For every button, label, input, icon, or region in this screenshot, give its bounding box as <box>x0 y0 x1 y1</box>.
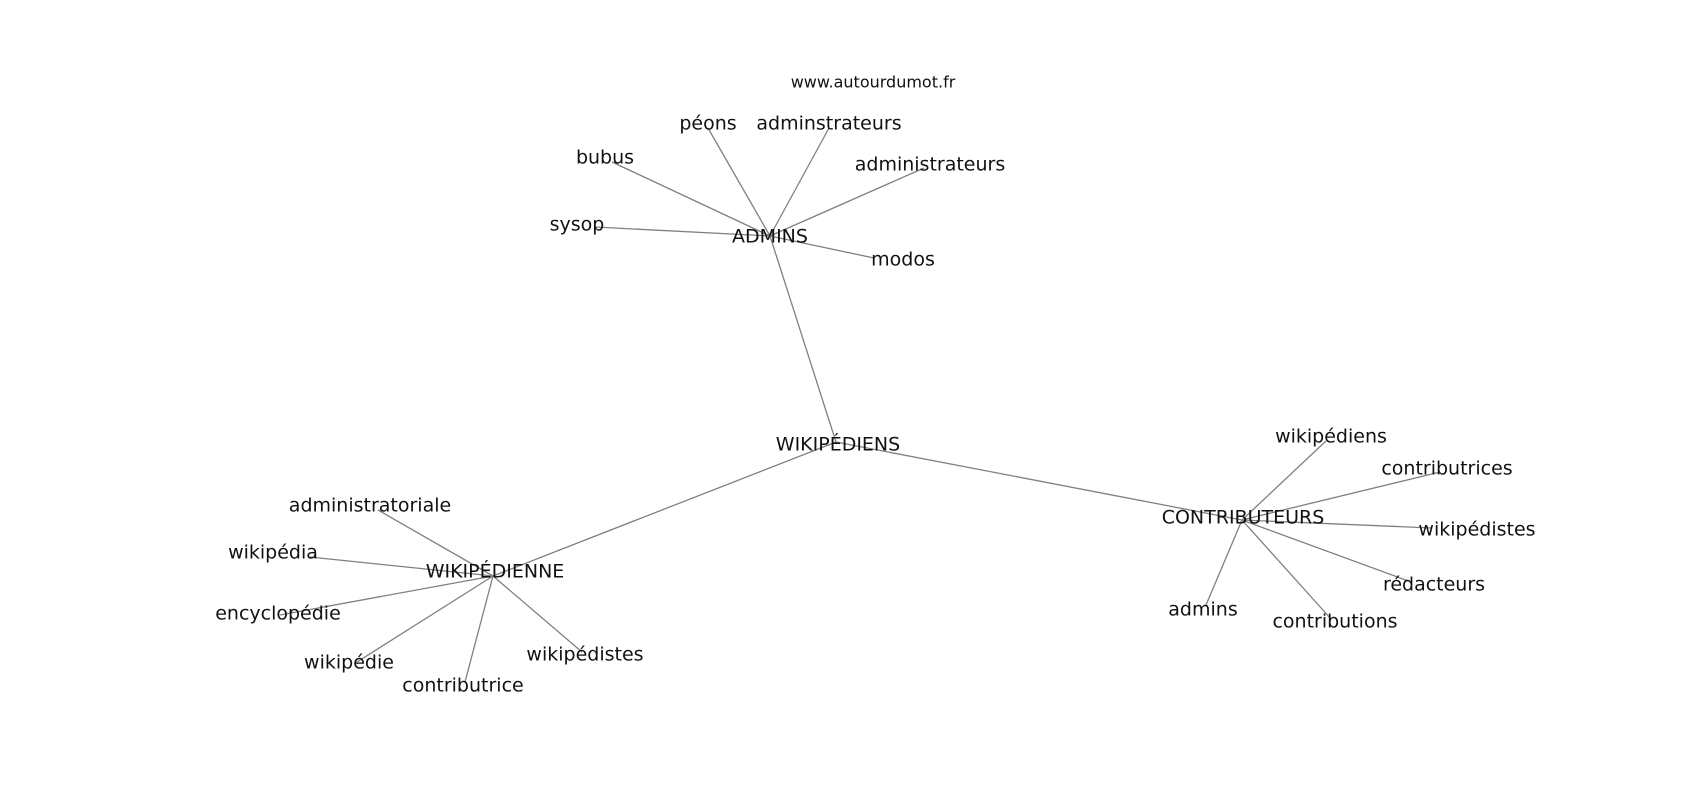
edge-hub-to-term <box>1241 471 1441 521</box>
edge-center-to-hub <box>769 235 837 443</box>
edge-hub-to-term <box>309 556 494 577</box>
hub-node-label: ADMINS <box>732 226 808 248</box>
edge-hub-to-term <box>492 575 583 653</box>
hub-node-label: WIKIPÉDIENNE <box>426 560 565 583</box>
term-node-label: adminstrateurs <box>756 113 901 135</box>
edge-hub-to-term <box>769 127 830 237</box>
edge-hub-to-term <box>1241 519 1332 620</box>
term-node-label: wikipédistes <box>1418 519 1535 541</box>
term-node-label: modos <box>871 249 935 271</box>
term-node-label: contributions <box>1272 611 1397 633</box>
edge-hub-to-term <box>707 127 771 237</box>
edge-hub-to-term <box>1241 519 1433 529</box>
term-node-label: bubus <box>576 147 634 169</box>
term-node-label: rédacteurs <box>1383 574 1485 596</box>
site-url: www.autourdumot.fr <box>791 73 956 92</box>
term-node-label: wikipédie <box>304 652 394 674</box>
term-node-label: sysop <box>550 214 605 236</box>
edge-center-to-hub <box>835 441 1243 521</box>
edge-hub-to-term <box>594 226 771 237</box>
term-node-label: encyclopédie <box>215 603 341 625</box>
edge-hub-to-term <box>1241 519 1412 583</box>
edges-layer <box>279 127 1441 683</box>
edge-hub-to-term <box>769 167 925 237</box>
term-node-label: contributrice <box>402 675 523 697</box>
term-node-label: wikipédia <box>228 542 318 564</box>
edge-hub-to-term <box>464 575 494 683</box>
term-node-label: admins <box>1168 599 1237 621</box>
edge-hub-to-term <box>611 161 771 237</box>
edge-hub-to-term <box>377 509 494 577</box>
term-node-label: wikipédiens <box>1275 426 1387 448</box>
hub-node-label: CONTRIBUTEURS <box>1162 507 1325 529</box>
edge-hub-to-term <box>1205 519 1243 606</box>
center-node-label: WIKIPÉDIENS <box>776 433 900 456</box>
term-node-label: wikipédistes <box>526 644 643 666</box>
edge-hub-to-term <box>1241 440 1327 521</box>
term-node-label: administrateurs <box>855 154 1006 176</box>
term-node-label: administratoriale <box>289 495 451 517</box>
edge-hub-to-term <box>769 235 875 259</box>
term-node-label: péons <box>679 113 736 135</box>
edge-hub-to-term <box>356 575 494 663</box>
term-node-label: contributrices <box>1381 458 1512 480</box>
edge-center-to-hub <box>492 441 837 577</box>
edge-hub-to-term <box>279 575 494 616</box>
labels-layer: WIKIPÉDIENS ADMINS péons adminstrateurs bubu… <box>215 113 1535 697</box>
